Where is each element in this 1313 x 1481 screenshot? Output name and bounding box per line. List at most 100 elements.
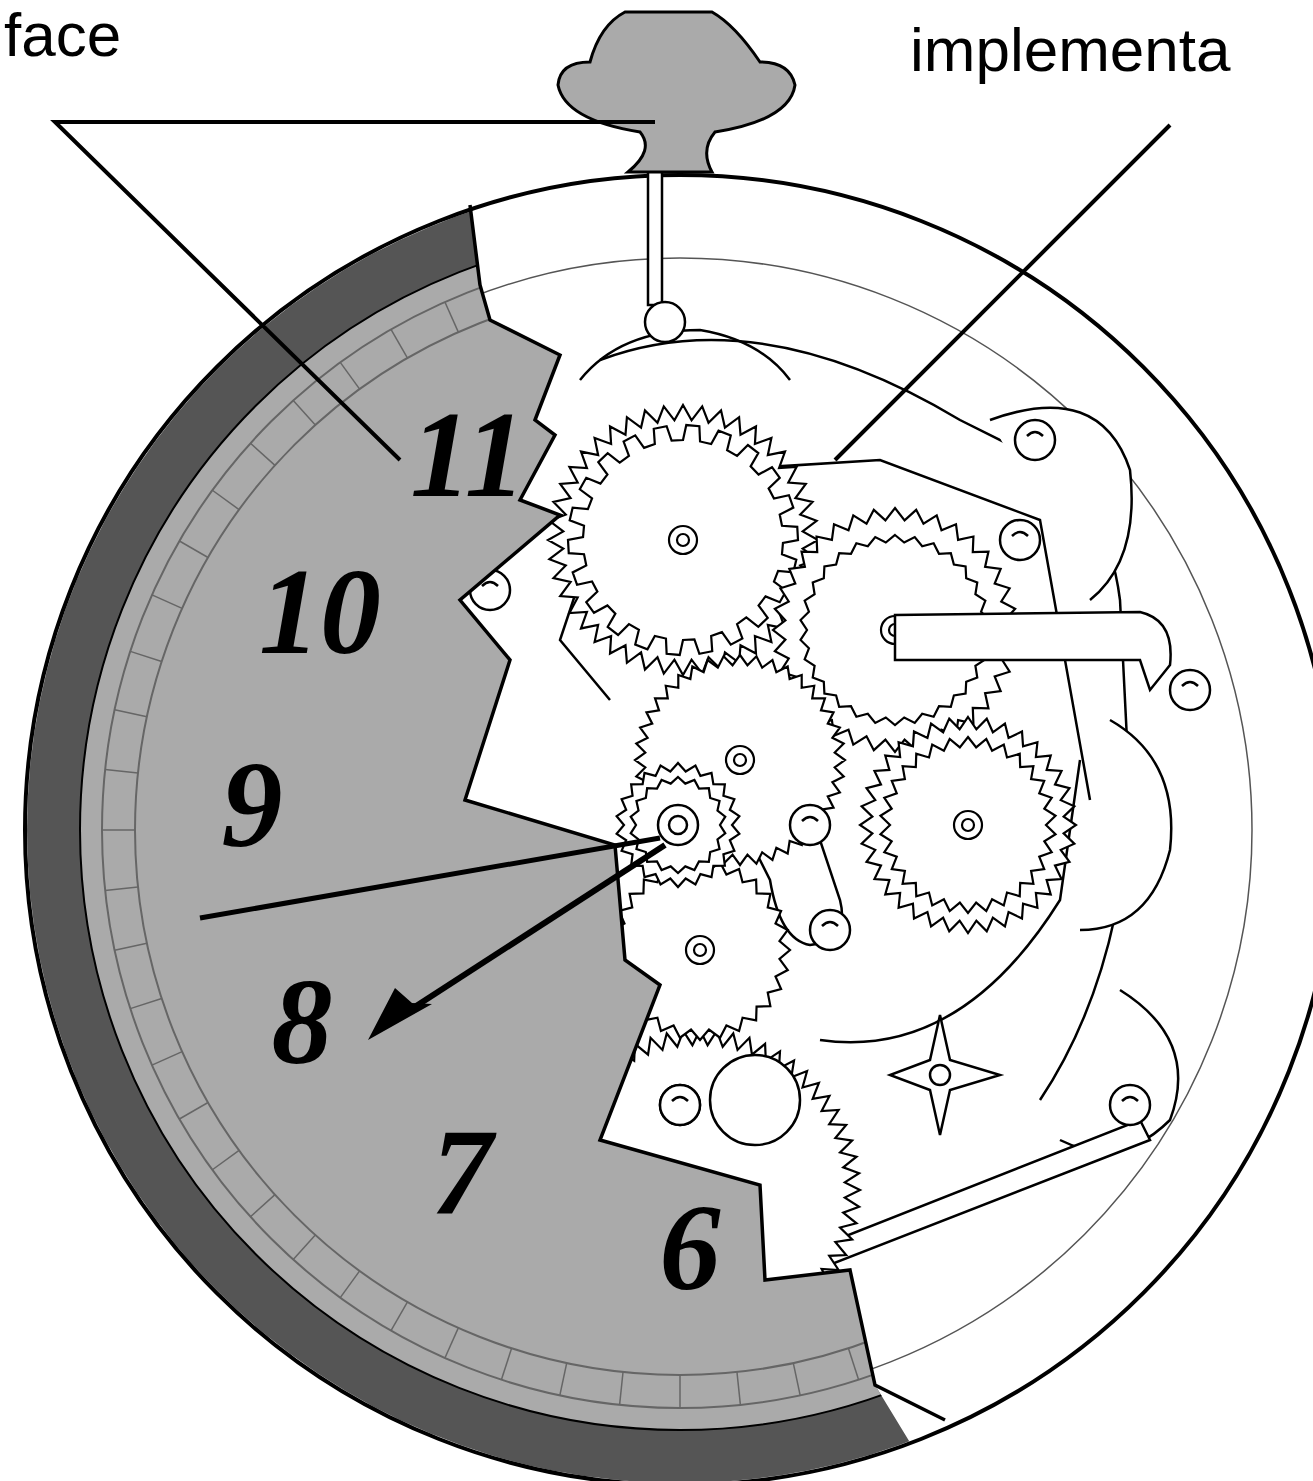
minute-tick xyxy=(340,362,359,389)
screw-head xyxy=(810,910,850,950)
part-label: implementa xyxy=(910,19,1230,81)
minute-tick xyxy=(445,302,458,332)
minute-tick xyxy=(1213,943,1245,950)
minute-tick xyxy=(737,255,740,288)
gear-hub xyxy=(677,534,689,546)
screw-slot xyxy=(1027,432,1043,436)
minute-tick xyxy=(848,280,858,311)
dial-numeral: 6 xyxy=(660,1187,721,1309)
screw xyxy=(1000,520,1040,560)
case-outline xyxy=(25,175,1313,1481)
screw-slot xyxy=(672,1097,688,1101)
dial-face xyxy=(80,230,1280,1430)
minute-tick xyxy=(293,1235,315,1260)
leader-line xyxy=(55,122,655,460)
dial xyxy=(25,175,1313,1481)
screw-slot xyxy=(1012,532,1028,536)
screw xyxy=(810,910,850,950)
minute-tick xyxy=(340,1271,359,1298)
bezel xyxy=(25,175,1313,1481)
minute-tick xyxy=(1222,887,1255,890)
minute-tick xyxy=(1045,400,1067,425)
minute-tick xyxy=(793,265,800,297)
hand-pivot xyxy=(669,816,687,834)
minute-tick xyxy=(1222,770,1255,773)
yoke xyxy=(580,330,790,380)
screw-head xyxy=(1015,420,1055,460)
minute-tick xyxy=(212,490,239,509)
screw-head xyxy=(790,805,830,845)
star-wheel xyxy=(890,1015,1000,1135)
minute-tick xyxy=(560,265,567,297)
minute-track xyxy=(102,252,1258,1408)
minute-tick xyxy=(501,1348,511,1379)
dial-numeral: 10 xyxy=(259,551,381,673)
minute-tick xyxy=(1152,1103,1181,1120)
minute-tick xyxy=(1121,1150,1148,1169)
minute-tick xyxy=(152,1052,182,1065)
hour-hand xyxy=(410,845,665,1010)
minute-tick xyxy=(1178,595,1208,608)
minute-tick xyxy=(737,1372,740,1405)
screw-head xyxy=(1000,520,1040,560)
gear-hub xyxy=(734,754,746,766)
gear-teeth xyxy=(617,763,740,887)
screw xyxy=(660,1085,700,1125)
dial-numeral: 9 xyxy=(222,744,283,866)
gear-hub xyxy=(962,819,974,831)
minute-tick xyxy=(679,252,681,285)
minute-tick xyxy=(1000,1271,1019,1298)
balance-lever xyxy=(895,612,1171,690)
crown xyxy=(558,12,795,172)
screw-slot xyxy=(482,582,498,586)
minute-tick xyxy=(152,595,182,608)
minute-tick xyxy=(391,1302,408,1331)
minute-tick xyxy=(1045,1235,1067,1260)
minute-tick xyxy=(848,1348,858,1379)
minute-tick xyxy=(250,443,275,465)
minute-tick xyxy=(445,1328,458,1358)
minute-tick xyxy=(1121,490,1148,509)
minute-tick xyxy=(501,280,511,311)
bridge xyxy=(990,408,1132,600)
minute-tick xyxy=(1085,1195,1110,1217)
screw-slot xyxy=(1182,682,1198,686)
minute-tick xyxy=(179,541,208,558)
gear-teeth xyxy=(568,425,798,655)
minute-tick xyxy=(620,255,623,288)
stem xyxy=(648,170,662,305)
minute-tick xyxy=(1178,1052,1208,1065)
jewel xyxy=(660,1085,700,1125)
gear-hub xyxy=(694,944,706,956)
minute-tick xyxy=(105,770,138,773)
star-hub xyxy=(930,1065,950,1085)
minute-tick xyxy=(1198,998,1229,1008)
stem-pivot xyxy=(645,302,685,342)
minute-tick xyxy=(130,651,161,661)
screw-head xyxy=(660,1085,700,1125)
minute-tick xyxy=(902,1328,915,1358)
part-label: face xyxy=(4,4,121,66)
gear-hub xyxy=(954,811,982,839)
gear-hub xyxy=(669,526,697,554)
minute-tick xyxy=(902,302,915,332)
watch-case xyxy=(25,175,1313,1481)
gear xyxy=(617,763,740,887)
hand-pivot xyxy=(658,805,698,845)
screw xyxy=(1170,670,1210,710)
minute-tick xyxy=(560,1363,567,1395)
minute-tick xyxy=(105,887,138,890)
minute-tick xyxy=(130,998,161,1008)
jewel xyxy=(710,1055,800,1145)
screw xyxy=(1110,1085,1150,1125)
minute-tick xyxy=(1225,829,1258,831)
minute-tick xyxy=(793,1363,800,1395)
bridge xyxy=(1080,720,1171,930)
screw-head xyxy=(1110,1085,1150,1125)
track-outer xyxy=(102,252,1258,1408)
minute-tick xyxy=(391,329,408,358)
screw-slot xyxy=(802,817,818,821)
screw xyxy=(790,805,830,845)
